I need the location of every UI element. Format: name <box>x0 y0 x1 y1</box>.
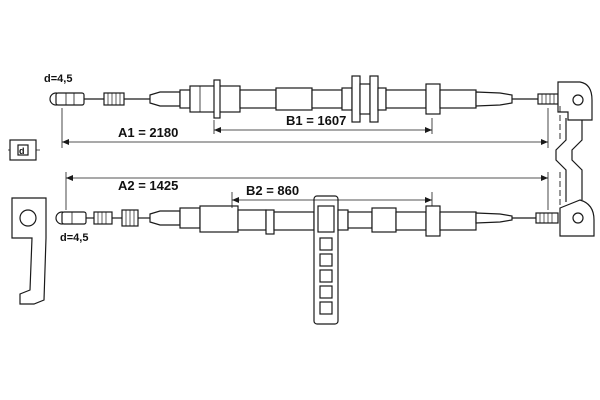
top-cable-end-ferrule <box>425 83 441 115</box>
dimension-b2 <box>231 192 433 208</box>
bottom-cable-ferrule <box>265 209 275 235</box>
top-cable-end-thread <box>537 93 559 105</box>
diameter-label-bottom: d=4,5 <box>60 232 88 244</box>
top-cable-ferrule <box>213 79 221 119</box>
dimension-a2 <box>65 172 549 210</box>
bottom-cable-threaded-sleeve <box>93 211 113 225</box>
dimension-b1-label: B1 = 1607 <box>286 113 346 128</box>
top-cable <box>49 75 559 123</box>
top-cable-end-nipple <box>49 92 85 106</box>
bottom-cable-end-ferrule <box>425 205 441 237</box>
top-cable-grommet <box>341 75 387 123</box>
end-profile-detail <box>11 197 47 305</box>
bottom-cable-sheath <box>199 205 315 235</box>
equalizer-bracket <box>555 81 595 237</box>
dimension-a1 <box>61 108 549 148</box>
top-cable-cone <box>149 91 181 107</box>
mounting-bracket <box>313 195 339 325</box>
dimension-a1-label: A1 = 2180 <box>118 125 178 140</box>
dimension-b2-label: B2 = 860 <box>246 183 299 198</box>
bottom-cable-end-thread <box>535 212 559 224</box>
top-cable-threaded-sleeve <box>103 92 125 106</box>
dimension-a2-label: A2 = 1425 <box>118 178 178 193</box>
section-mark-label: d <box>19 146 25 156</box>
bottom-cable-end-nipple <box>55 211 87 225</box>
dimension-b1 <box>213 118 433 134</box>
diameter-label-top: d=4,5 <box>44 73 72 85</box>
bottom-cable-spring <box>121 209 139 227</box>
top-cable-sheath <box>189 79 343 119</box>
section-detail: d <box>8 139 40 161</box>
bottom-cable <box>55 195 559 325</box>
